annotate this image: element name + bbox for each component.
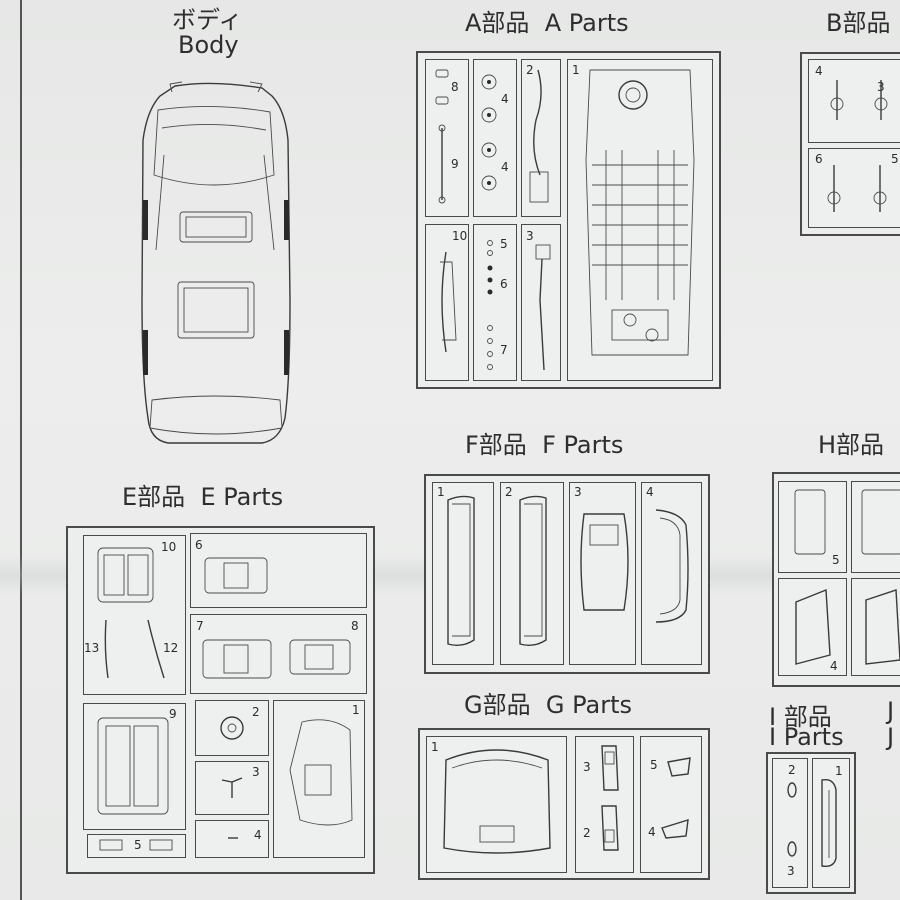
g-title-jp: G部品 — [464, 691, 531, 719]
e-label-12: 12 — [163, 641, 179, 655]
e-title-jp: E部品 — [122, 483, 186, 511]
e-label-7: 7 — [196, 619, 204, 633]
a-label-10: 10 — [452, 229, 468, 243]
a-parts-title: A部品 A Parts — [465, 3, 629, 38]
h-label-5: 5 — [832, 553, 840, 567]
e-cell-4 — [195, 820, 269, 858]
f-title-jp: F部品 — [465, 431, 527, 459]
e-label-5: 5 — [134, 838, 142, 852]
e-label-13: 13 — [84, 641, 100, 655]
i-cell-2-3 — [772, 758, 808, 888]
h-cell-5 — [778, 481, 847, 573]
e-label-3: 3 — [252, 765, 260, 779]
a-label-1: 1 — [572, 63, 580, 77]
e-label-4: 4 — [254, 828, 262, 842]
a-title-en: A Parts — [544, 9, 629, 37]
g-title-en: G Parts — [545, 691, 632, 719]
e-cell-6 — [190, 533, 367, 608]
f-cell-1 — [432, 482, 494, 665]
e-cell-10-12-13 — [83, 535, 186, 695]
e-cell-9 — [83, 703, 186, 830]
h-cell-top-right — [851, 481, 900, 573]
a-label-3: 3 — [526, 229, 534, 243]
i-parts-title-jp: I 部品 — [769, 703, 832, 731]
i-parts-title-en: I Parts — [769, 723, 844, 751]
f-label-4: 4 — [646, 485, 654, 499]
b-cell-top — [808, 59, 900, 143]
b-parts-title: B部品 — [826, 9, 891, 37]
g-label-4: 4 — [648, 825, 656, 839]
f-title-en: F Parts — [542, 431, 624, 459]
f-parts-title: F部品 F Parts — [465, 425, 623, 460]
a-title-jp: A部品 — [465, 9, 530, 37]
f-cell-2 — [500, 482, 564, 665]
h-parts-title: H部品 — [818, 431, 885, 459]
b-label-6: 6 — [815, 152, 823, 166]
e-cell-5 — [87, 834, 186, 858]
i-label-1: 1 — [835, 764, 843, 778]
i-label-3: 3 — [787, 864, 795, 878]
a-label-4b: 4 — [501, 160, 509, 174]
a-label-6: 6 — [500, 277, 508, 291]
a-cell-5-7 — [473, 224, 517, 381]
g-cell-2-3 — [575, 736, 634, 873]
b-cell-bottom — [808, 148, 900, 228]
e-label-1: 1 — [352, 703, 360, 717]
f-cell-3 — [569, 482, 636, 665]
g-label-3: 3 — [583, 760, 591, 774]
a-label-2: 2 — [526, 63, 534, 77]
b-label-5: 5 — [891, 152, 899, 166]
margin-line — [20, 0, 22, 900]
f-label-1: 1 — [437, 485, 445, 499]
e-cell-1 — [273, 700, 365, 858]
e-cell-2 — [195, 700, 269, 756]
body-title-jp: ボディ — [172, 6, 243, 34]
e-title-en: E Parts — [200, 483, 284, 511]
a-label-7: 7 — [500, 343, 508, 357]
g-cell-4-5 — [640, 736, 702, 873]
g-label-5: 5 — [650, 758, 658, 772]
e-label-2: 2 — [252, 705, 260, 719]
a-cell-3 — [521, 224, 561, 381]
g-label-2: 2 — [583, 826, 591, 840]
e-label-9: 9 — [169, 707, 177, 721]
j-parts-title-a: J — [887, 697, 895, 725]
b-label-4: 4 — [815, 64, 823, 78]
a-label-9: 9 — [451, 157, 459, 171]
g-label-1: 1 — [431, 740, 439, 754]
e-label-8: 8 — [351, 619, 359, 633]
i-label-2: 2 — [788, 763, 796, 777]
h-cell-bottom-right — [851, 578, 900, 676]
f-label-3: 3 — [574, 485, 582, 499]
i-cell-1 — [812, 758, 850, 888]
j-parts-title-b: J — [887, 723, 895, 751]
e-cell-7-8 — [190, 614, 367, 694]
a-cell-8-9 — [425, 59, 469, 217]
e-label-10: 10 — [161, 540, 177, 554]
a-label-5: 5 — [500, 237, 508, 251]
a-cell-10 — [425, 224, 469, 381]
body-title-en: Body — [178, 31, 239, 59]
f-label-2: 2 — [505, 485, 513, 499]
h-label-4: 4 — [830, 659, 838, 673]
e-parts-title: E部品 E Parts — [122, 477, 283, 512]
e-label-6: 6 — [195, 538, 203, 552]
a-label-4a: 4 — [501, 92, 509, 106]
a-label-8: 8 — [451, 80, 459, 94]
g-parts-title: G部品 G Parts — [464, 685, 632, 720]
